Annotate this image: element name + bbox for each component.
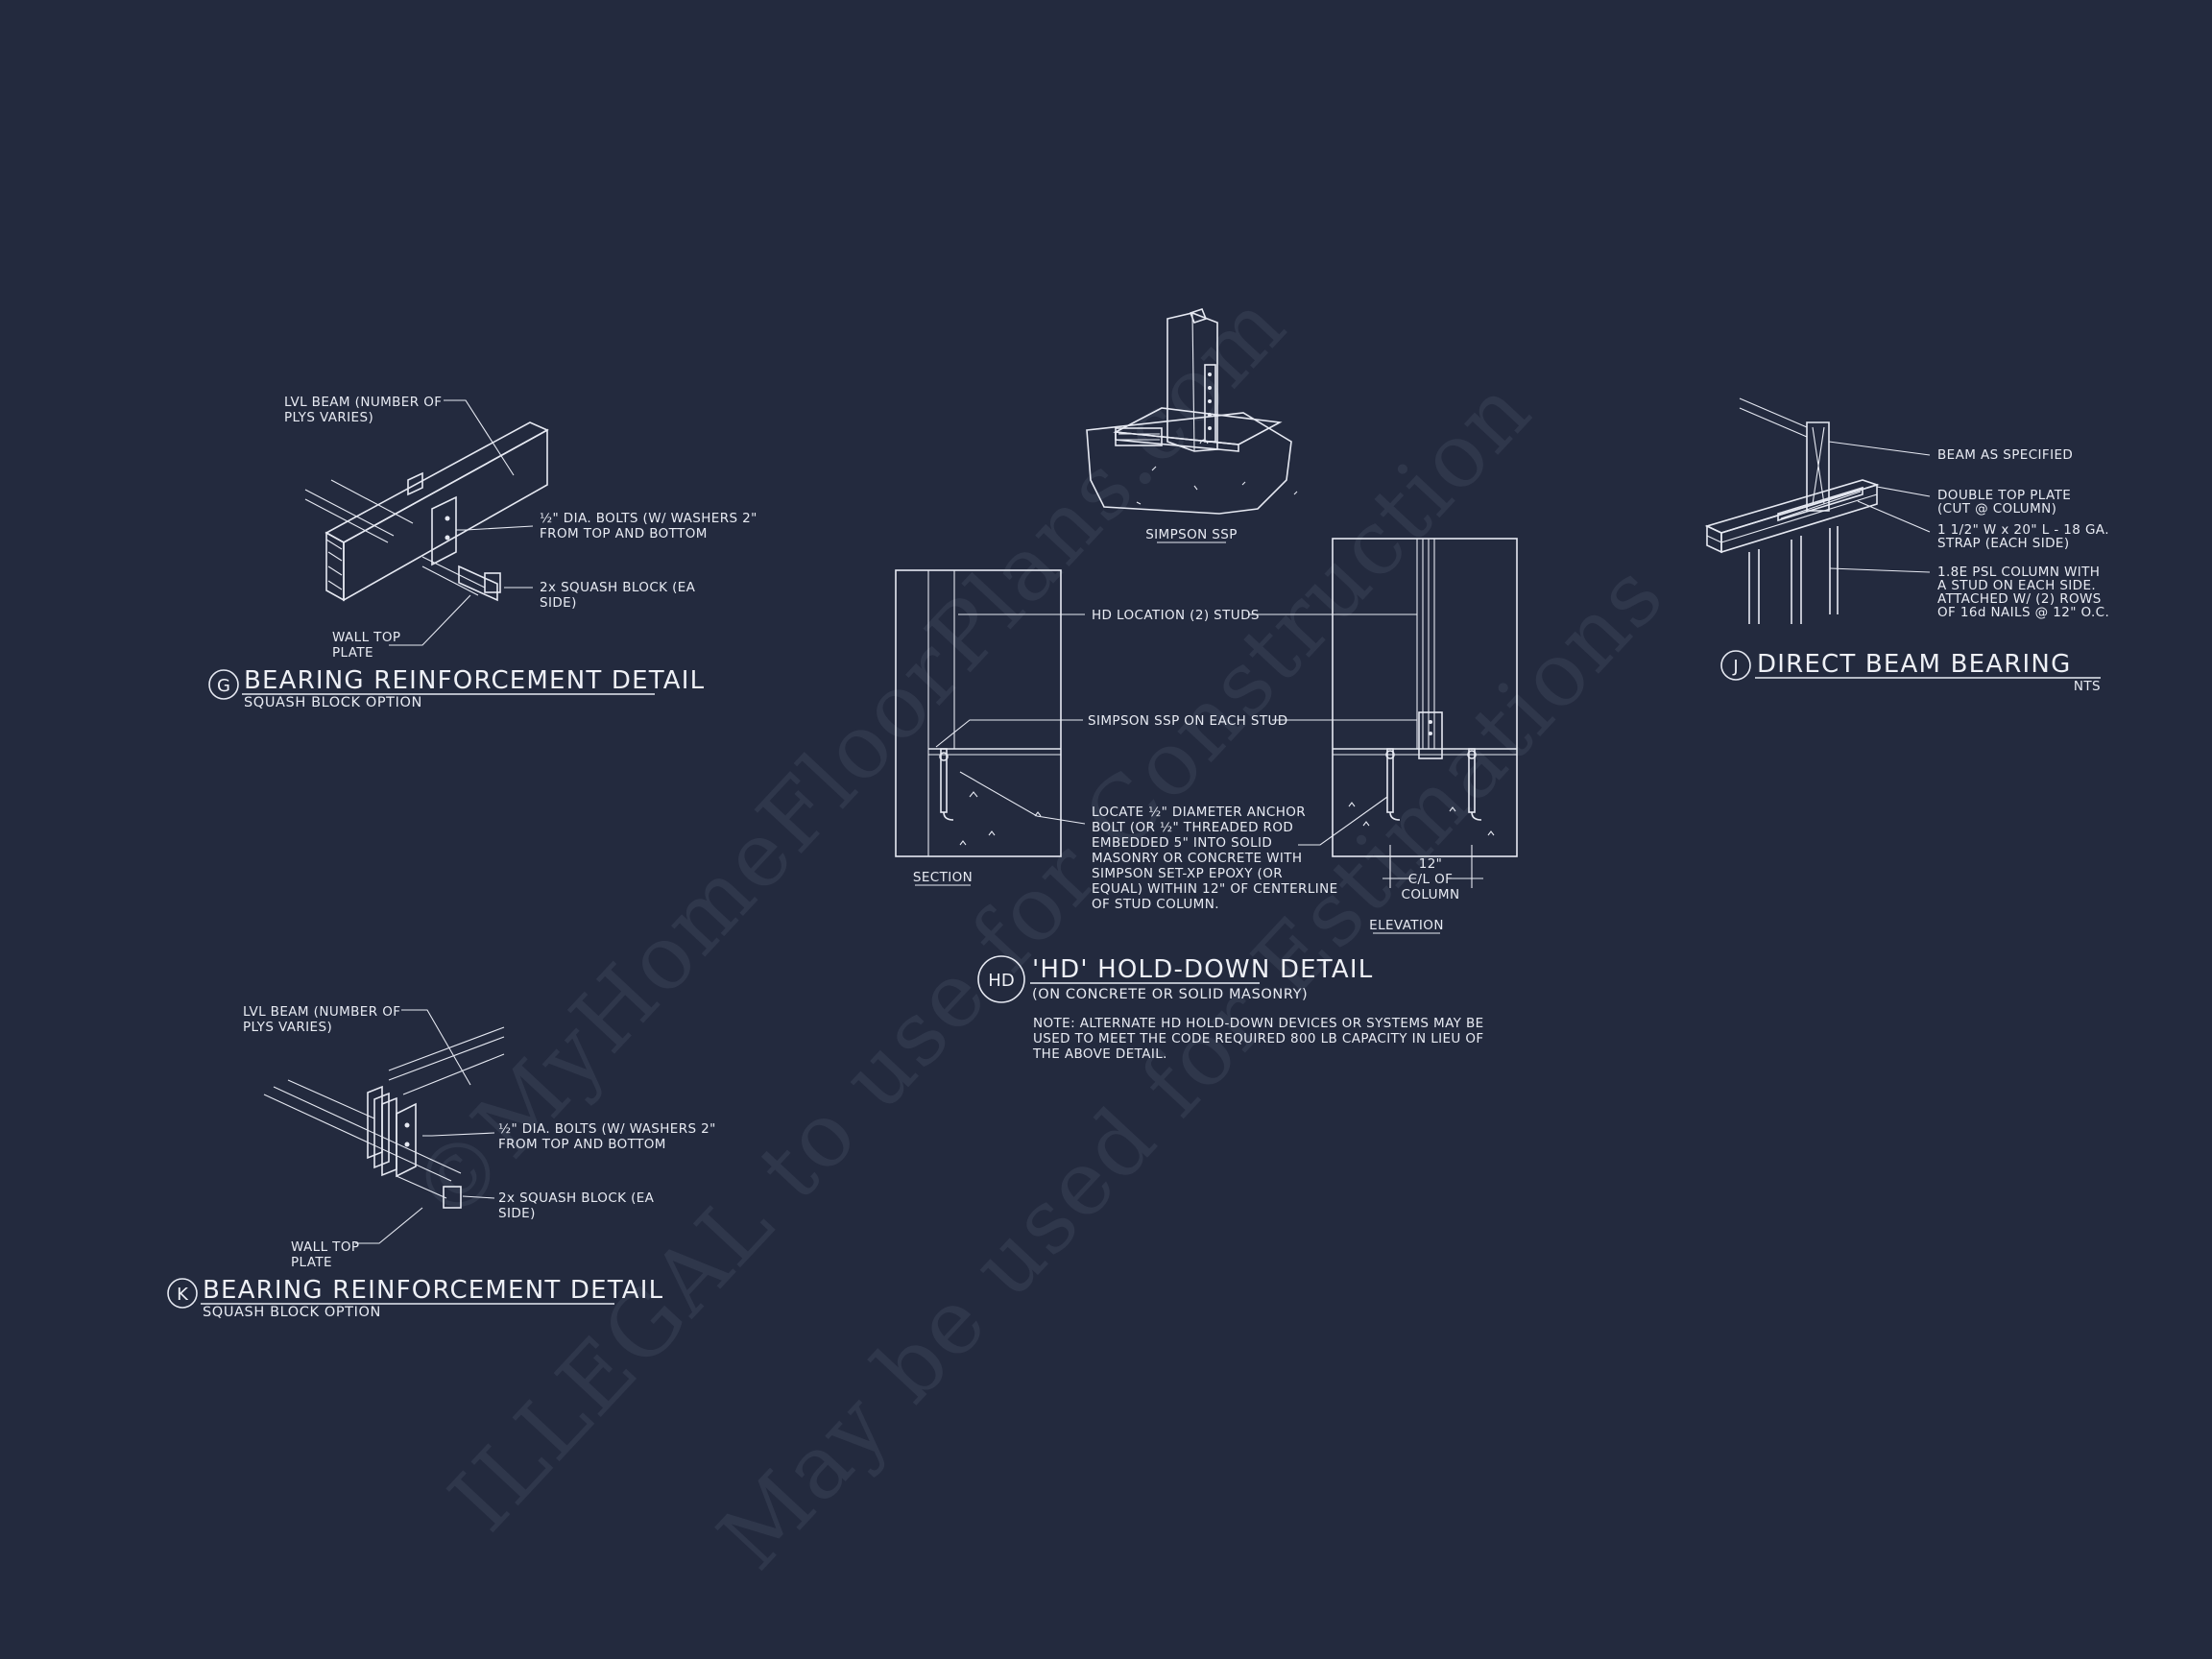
note-wall-top-plate-2: PLATE — [332, 645, 373, 661]
detail-g-notes: LVL BEAM (NUMBER OF PLYS VARIES) ½" DIA.… — [284, 395, 757, 661]
detail-hd-title-block: HD 'HD' HOLD-DOWN DETAIL (ON CONCRETE OR… — [977, 955, 1484, 1062]
detail-title: 'HD' HOLD-DOWN DETAIL — [1032, 955, 1373, 984]
note-bolts-2: FROM TOP AND BOTTOM — [540, 526, 708, 541]
anchor-note-line-5: SIMPSON SET-XP EPOXY (OR — [1092, 866, 1283, 881]
detail-j-title-block: J DIRECT BEAM BEARING NTS — [1720, 650, 2101, 694]
detail-k-drawing — [263, 1026, 505, 1209]
note-beam-specified: BEAM AS SPECIFIED — [1937, 447, 2073, 463]
note-wall-top-plate-2: PLATE — [291, 1255, 332, 1270]
note-lvl-beam-2: PLYS VARIES) — [284, 410, 373, 425]
detail-k-title-block: K BEARING REINFORCEMENT DETAIL SQUASH BL… — [167, 1276, 663, 1320]
watermark: ©MyHomeFloorPlans.com ILLEGAL to use for… — [392, 274, 1684, 1589]
note-bolts-1: ½" DIA. BOLTS (W/ WASHERS 2" — [540, 511, 757, 526]
note-lvl-beam-1: LVL BEAM (NUMBER OF — [284, 395, 442, 410]
hd-note-line-1: NOTE: ALTERNATE HD HOLD-DOWN DEVICES OR … — [1033, 1016, 1484, 1031]
detail-subtitle: SQUASH BLOCK OPTION — [203, 1305, 381, 1320]
note-column-1: 1.8E PSL COLUMN WITH — [1937, 565, 2100, 580]
hd-location-studs: HD LOCATION (2) STUDS — [1092, 608, 1260, 623]
elevation-label: ELEVATION — [1369, 918, 1444, 933]
detail-title: BEARING REINFORCEMENT DETAIL — [203, 1276, 663, 1305]
detail-tag: HD — [988, 971, 1014, 991]
detail-tag: K — [177, 1285, 189, 1305]
anchor-note-line-6: EQUAL) WITHIN 12" OF CENTERLINE — [1092, 881, 1338, 897]
note-bolts-1: ½" DIA. BOLTS (W/ WASHERS 2" — [498, 1121, 716, 1137]
note-lvl-beam-2: PLYS VARIES) — [243, 1020, 332, 1035]
note-column-4: OF 16d NAILS @ 12" O.C. — [1937, 605, 2109, 620]
section-label: SECTION — [913, 870, 973, 885]
anchor-note-line-7: OF STUD COLUMN. — [1092, 897, 1219, 912]
anchor-note-line-2: BOLT (OR ½" THREADED ROD — [1092, 820, 1293, 835]
note-squash-block-2: SIDE) — [498, 1206, 536, 1221]
note-column-2: A STUD ON EACH SIDE. — [1937, 578, 2096, 593]
centerline-label-1: C/L OF — [1408, 872, 1454, 887]
hd-note-line-2: USED TO MEET THE CODE REQUIRED 800 LB CA… — [1033, 1031, 1484, 1046]
detail-tag-circle — [1720, 650, 1751, 681]
detail-tag: J — [1732, 657, 1738, 677]
note-bolts-2: FROM TOP AND BOTTOM — [498, 1137, 666, 1152]
detail-j-notes: BEAM AS SPECIFIED DOUBLE TOP PLATE (CUT … — [1937, 447, 2109, 620]
note-wall-top-plate-1: WALL TOP — [291, 1239, 359, 1255]
simpson-ssp-each-stud: SIMPSON SSP ON EACH STUD — [1088, 713, 1288, 729]
detail-title: DIRECT BEAM BEARING — [1757, 650, 2071, 679]
note-strap-2: STRAP (EACH SIDE) — [1937, 536, 2070, 551]
detail-tag-circle — [977, 955, 1025, 1003]
detail-g-drawing — [304, 421, 549, 602]
detail-subtitle: (ON CONCRETE OR SOLID MASONRY) — [1032, 987, 1308, 1002]
detail-subtitle: SQUASH BLOCK OPTION — [244, 695, 422, 710]
centerline-label-2: COLUMN — [1402, 887, 1460, 902]
note-wall-top-plate-1: WALL TOP — [332, 630, 400, 645]
detail-g-title-block: G BEARING REINFORCEMENT DETAIL SQUASH BL… — [208, 666, 705, 710]
detail-subtitle: NTS — [2074, 679, 2101, 694]
anchor-note-line-1: LOCATE ½" DIAMETER ANCHOR — [1092, 805, 1306, 820]
detail-j-drawing — [1704, 397, 1880, 624]
detail-tag-circle — [167, 1278, 198, 1309]
hd-elevation-view — [1332, 538, 1518, 888]
detail-g-leaders — [389, 399, 534, 646]
note-squash-block-1: 2x SQUASH BLOCK (EA — [540, 580, 696, 595]
detail-j-leaders — [1828, 441, 1931, 573]
hd-section-view — [895, 569, 1062, 857]
note-squash-block-1: 2x SQUASH BLOCK (EA — [498, 1190, 655, 1206]
simpson-ssp-label: SIMPSON SSP — [1145, 527, 1238, 542]
note-strap-1: 1 1/2" W x 20" L - 18 GA. — [1937, 522, 2109, 538]
dim-12-label: 12" — [1419, 856, 1443, 872]
anchor-note: LOCATE ½" DIAMETER ANCHOR BOLT (OR ½" TH… — [1092, 805, 1338, 912]
detail-title: BEARING REINFORCEMENT DETAIL — [244, 666, 705, 695]
note-double-top-plate-2: (CUT @ COLUMN) — [1937, 501, 2056, 517]
hd-note-line-3: THE ABOVE DETAIL. — [1032, 1046, 1167, 1062]
detail-k-leaders — [355, 1009, 495, 1244]
note-lvl-beam-1: LVL BEAM (NUMBER OF — [243, 1004, 400, 1020]
detail-tag-circle — [208, 669, 239, 700]
note-squash-block-2: SIDE) — [540, 595, 577, 611]
simpson-ssp-isometric — [1086, 308, 1298, 515]
anchor-note-line-3: EMBEDDED 5" INTO SOLID — [1092, 835, 1272, 851]
anchor-note-line-4: MASONRY OR CONCRETE WITH — [1092, 851, 1302, 866]
note-double-top-plate-1: DOUBLE TOP PLATE — [1937, 488, 2071, 503]
detail-k-notes: LVL BEAM (NUMBER OF PLYS VARIES) ½" DIA.… — [243, 1004, 716, 1270]
hd-dimension-leaders — [935, 613, 1417, 846]
detail-tag: G — [217, 676, 230, 696]
note-column-3: ATTACHED W/ (2) ROWS — [1937, 591, 2102, 607]
